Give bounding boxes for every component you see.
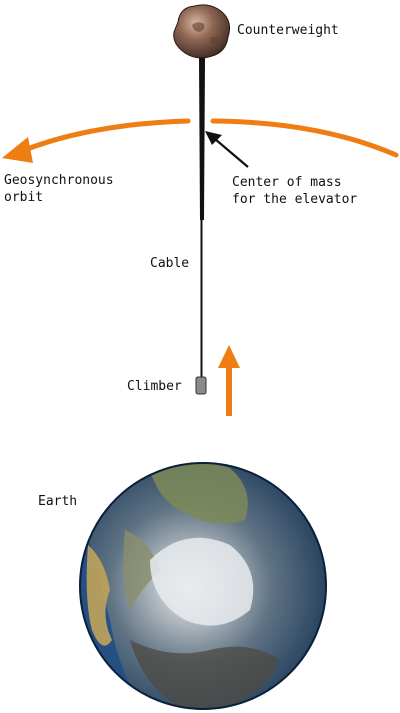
- earth-ice-center: [150, 537, 254, 626]
- climber-label: Climber: [127, 379, 182, 394]
- cable-upper: [199, 58, 205, 220]
- arrow-pointer-icon: [205, 131, 222, 145]
- earth-globe: [79, 462, 327, 710]
- curved-arrow-left-icon: [2, 137, 33, 163]
- pointer-shaft: [214, 138, 249, 168]
- earth-land-lower: [130, 640, 280, 709]
- earth-land-left: [86, 545, 112, 646]
- counterweight-rock: [173, 4, 230, 59]
- ascent-arrow: [218, 345, 240, 416]
- orbit-arc-right: [210, 118, 399, 158]
- counterweight-label: Counterweight: [237, 23, 339, 38]
- center-of-mass-pointer: [205, 131, 249, 168]
- counterweight-crater-2: [210, 36, 219, 44]
- geosynchronous-orbit-label-line2: orbit: [4, 190, 44, 205]
- climber-pod: [195, 376, 207, 395]
- earth-outline: [79, 462, 327, 710]
- geosynchronous-orbit-label-line1: Geosynchronous: [4, 173, 114, 188]
- center-of-mass-label-line2: for the elevator: [232, 192, 358, 207]
- orbit-arc-left: [19, 118, 191, 154]
- cable: [199, 58, 205, 462]
- geosynchronous-orbit-arrow: [2, 118, 399, 163]
- earth-land-eurasia: [123, 530, 160, 610]
- center-of-mass-label-line1: Center of mass: [232, 175, 342, 190]
- earth-land-greenland: [150, 463, 248, 524]
- counterweight: [173, 4, 230, 59]
- earth-label: Earth: [38, 494, 78, 509]
- counterweight-crater: [192, 22, 205, 32]
- arrow-up-icon: [218, 345, 240, 368]
- cable-label: Cable: [150, 256, 190, 271]
